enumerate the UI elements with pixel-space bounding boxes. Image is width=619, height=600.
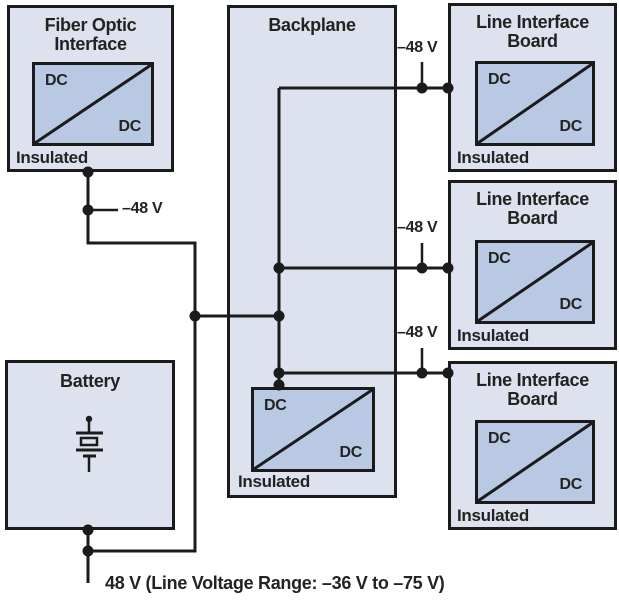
converter-diagonal-line	[35, 65, 151, 143]
dc-input-label: DC	[488, 250, 511, 267]
junction-dot	[189, 310, 201, 322]
dc-dc-converter: DC DC	[32, 62, 154, 146]
block-title: Line Interface Board	[476, 189, 589, 229]
converter-diagonal-line	[478, 423, 592, 501]
block-battery: Battery	[5, 360, 175, 530]
dc-input-label: DC	[264, 397, 287, 414]
dc-dc-converter: DC DC	[475, 240, 595, 324]
dc-output-label: DC	[559, 118, 582, 135]
block-title: Backplane	[268, 15, 356, 35]
block-title: Line Interface Board	[476, 370, 589, 410]
block-line-interface-board-3: Line Interface Board DC DC Insulated	[448, 361, 617, 530]
junction-dot	[82, 204, 94, 216]
dc-output-label: DC	[559, 296, 582, 313]
dc-dc-converter: DC DC	[475, 61, 595, 146]
voltage-label-board-1: –48 V	[397, 39, 438, 56]
block-line-interface-board-2: Line Interface Board DC DC Insulated	[448, 180, 617, 350]
dc-output-label: DC	[339, 444, 362, 461]
dc-input-label: DC	[45, 72, 68, 89]
converter-diagonal-line	[254, 390, 372, 469]
insulated-label: Insulated	[457, 148, 529, 167]
junction-dot	[416, 262, 428, 274]
dc-input-label: DC	[488, 430, 511, 447]
block-title: Fiber Optic Interface	[44, 15, 137, 55]
block-title: Battery	[60, 371, 120, 391]
block-backplane: Backplane DC DC Insulated	[227, 5, 397, 498]
dc-output-label: DC	[118, 118, 141, 135]
block-fiber-optic-interface: Fiber Optic Interface DC DC Insulated	[7, 5, 174, 172]
converter-diagonal-line	[478, 243, 592, 321]
insulated-label: Insulated	[238, 472, 310, 491]
dc-output-label: DC	[559, 476, 582, 493]
voltage-label-fiber: –48 V	[122, 200, 163, 217]
junction-dot	[82, 545, 94, 557]
junction-dot	[416, 367, 428, 379]
voltage-label-board-3: –48 V	[397, 324, 438, 341]
voltage-label-board-2: –48 V	[397, 219, 438, 236]
insulated-label: Insulated	[457, 506, 529, 525]
line-voltage-caption: 48 V (Line Voltage Range: –36 V to –75 V…	[105, 573, 445, 593]
insulated-label: Insulated	[457, 326, 529, 345]
block-title: Line Interface Board	[476, 12, 589, 52]
converter-diagonal-line	[478, 64, 592, 143]
dc-dc-converter: DC DC	[251, 387, 375, 472]
block-line-interface-board-1: Line Interface Board DC DC Insulated	[448, 3, 617, 172]
dc-dc-converter: DC DC	[475, 420, 595, 504]
junction-dot	[416, 82, 428, 94]
dc-input-label: DC	[488, 71, 511, 88]
insulated-label: Insulated	[16, 148, 88, 167]
